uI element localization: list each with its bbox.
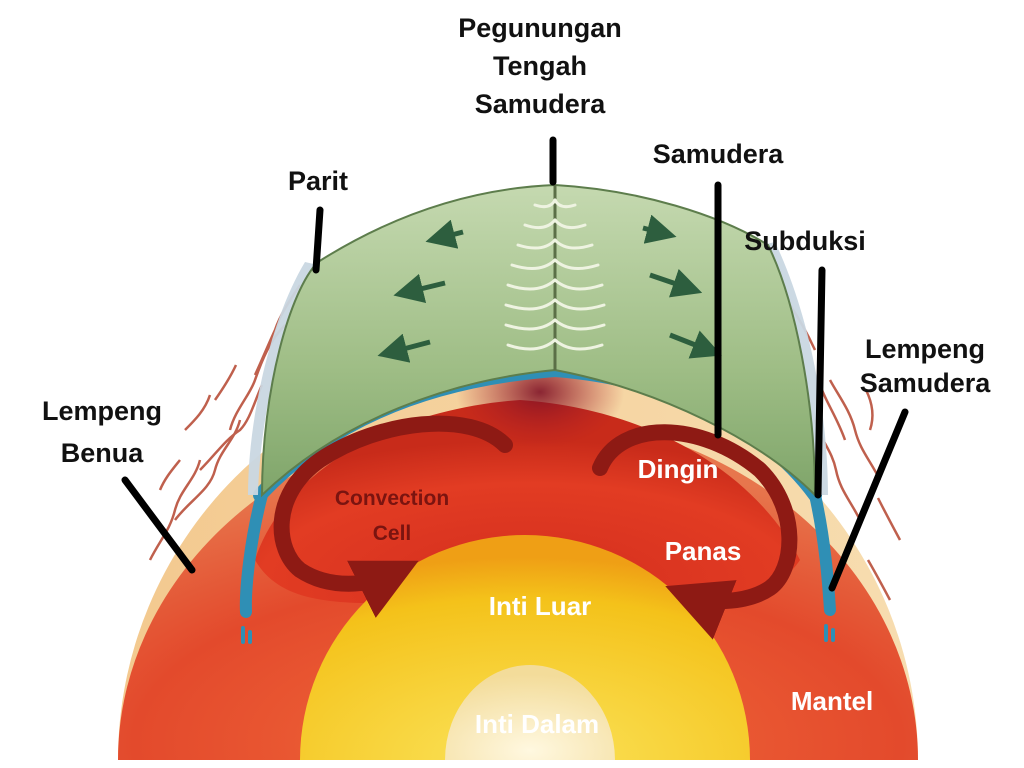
convection-cell-right: [592, 424, 798, 640]
label-hot: Panas: [665, 536, 742, 566]
pointer-subduction: [814, 266, 826, 499]
label-ocean: Samudera: [653, 139, 785, 169]
label-mid-ocean-ridge-line3: Samudera: [475, 89, 607, 119]
label-oceanic-plate-line1: Lempeng: [865, 334, 985, 364]
label-inner-core: Inti Dalam: [475, 709, 599, 739]
label-continental-plate-line2: Benua: [61, 438, 145, 468]
label-continental-plate-line1: Lempeng: [42, 396, 162, 426]
inner-core: [445, 665, 615, 760]
pointer-oceanic-plate: [828, 408, 909, 592]
label-mid-ocean-ridge-line1: Pegunungan: [458, 13, 622, 43]
label-convection-cell-line2: Cell: [373, 522, 412, 545]
label-mantle: Mantel: [791, 686, 873, 716]
pointer-trench: [312, 206, 324, 274]
convection-cell-left: [273, 415, 513, 618]
mid-ocean-ridge: [504, 185, 606, 370]
label-mid-ocean-ridge-line2: Tengah: [493, 51, 587, 81]
label-convection-cell-line1: Convection: [335, 487, 449, 510]
pointer-continental-plate: [121, 476, 196, 574]
labels: Pegunungan Tengah Samudera Samudera Pari…: [42, 13, 991, 739]
label-cold: Dingin: [638, 454, 719, 484]
label-pointers: [121, 136, 909, 592]
hot-upwelling: [420, 360, 660, 520]
label-oceanic-plate-line2: Samudera: [860, 368, 992, 398]
label-subduction: Subduksi: [744, 226, 866, 256]
label-outer-core: Inti Luar: [489, 591, 592, 621]
label-trench: Parit: [288, 166, 348, 196]
plate-motion-arrows: [377, 214, 722, 363]
